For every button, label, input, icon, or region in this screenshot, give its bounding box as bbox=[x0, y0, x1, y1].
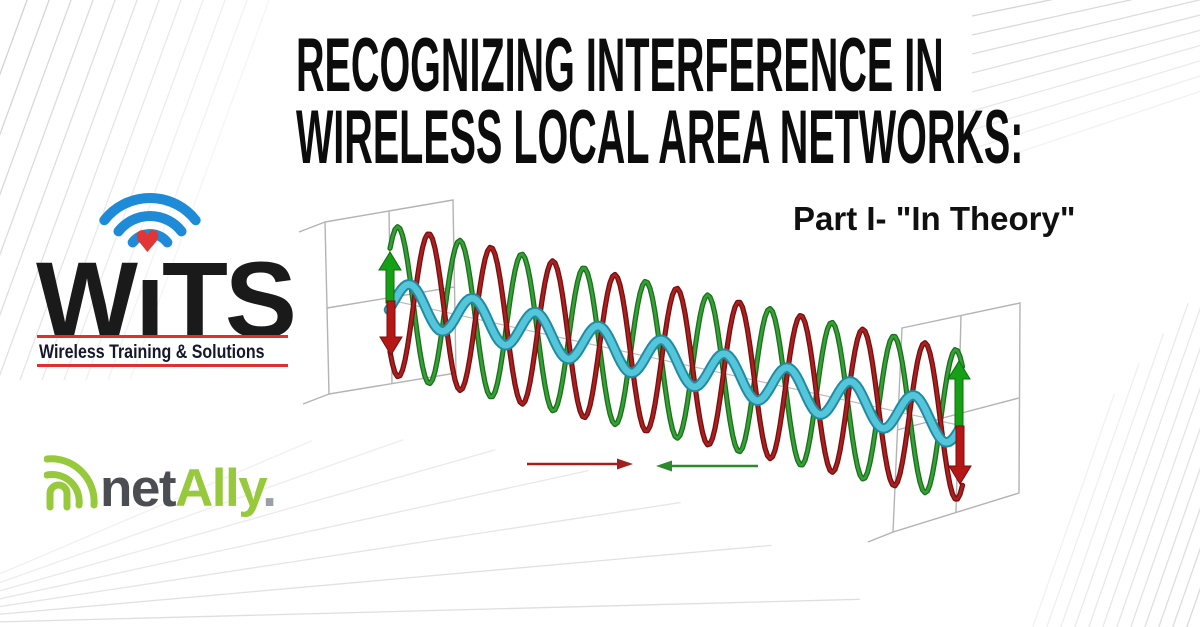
wits-red-rule-bottom bbox=[37, 364, 288, 367]
red-wave bbox=[387, 231, 966, 502]
decor-lines-top-right bbox=[971, 0, 1200, 169]
wifi-arcs-icon bbox=[99, 193, 201, 248]
netally-ally-text: Ally bbox=[175, 459, 264, 518]
page-title: RECOGNIZING INTERFERENCE IN WIRELESS LOC… bbox=[296, 23, 1200, 180]
decor-lines-bottom-right bbox=[1032, 302, 1200, 627]
subtitle: Part I- "In Theory" bbox=[793, 200, 1076, 237]
decor-lines-bottom-left bbox=[0, 439, 860, 623]
netally-wordmark: netAlly. bbox=[100, 459, 277, 518]
wits-tagline: Wireless Training & Solutions bbox=[39, 341, 265, 363]
decor-lines-top-left bbox=[0, 0, 270, 381]
netally-net-text: net bbox=[100, 459, 177, 518]
netally-signal-n-icon bbox=[44, 455, 98, 511]
wave-interference-diagram bbox=[298, 199, 1021, 543]
right-field-arrows bbox=[947, 360, 972, 485]
resultant-wave bbox=[383, 279, 965, 448]
wits-heart-icon: ♥ bbox=[134, 225, 161, 260]
title-line-2: WIRELESS LOCAL AREA NETWORKS: bbox=[296, 95, 1024, 180]
green-wave bbox=[387, 224, 966, 496]
title-line-1: RECOGNIZING INTERFERENCE IN bbox=[296, 23, 944, 108]
propagation-direction-arrows bbox=[527, 458, 758, 472]
wits-red-rule-top bbox=[37, 335, 288, 338]
left-field-arrows bbox=[378, 251, 403, 356]
netally-trailing-dot: . bbox=[262, 459, 277, 518]
